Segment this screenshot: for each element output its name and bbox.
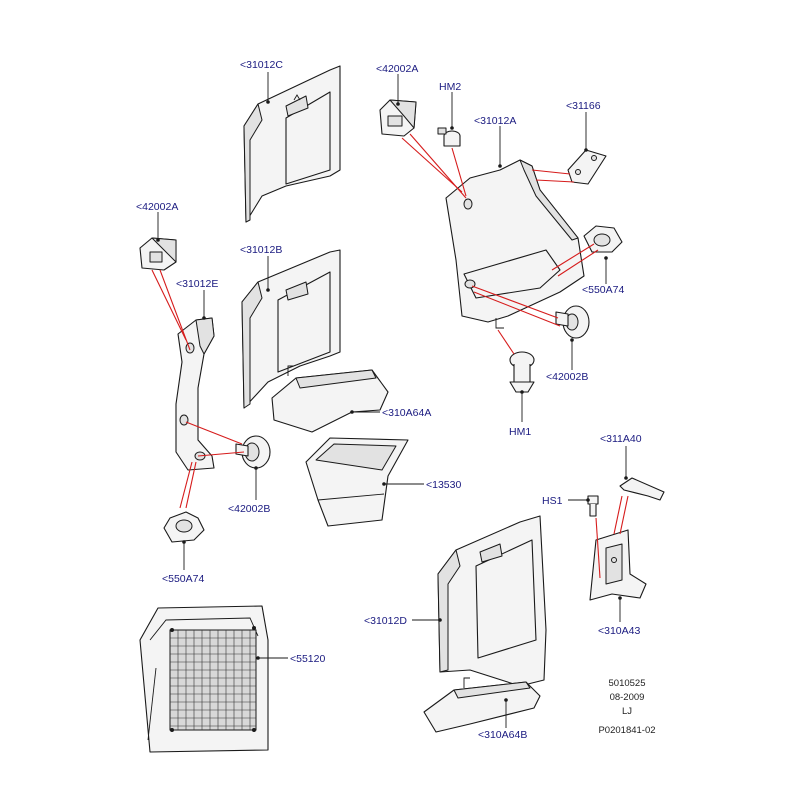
screw-hm2 <box>437 127 461 147</box>
callout-13530: <13530 <box>426 479 461 491</box>
callout-31012a: <31012A <box>474 115 516 127</box>
callout-31012e: <31012E <box>176 278 218 290</box>
callout-labels: <31012C <42002A HM2 <31012A <31166 <4200… <box>136 59 642 741</box>
clip-42002a-left <box>139 237 177 271</box>
bolt-hs1 <box>587 495 599 517</box>
ref-initials: LJ <box>622 706 632 717</box>
callout-55120: <55120 <box>290 653 325 665</box>
reference-block: 5010525 08-2009 LJ P0201841-02 <box>598 678 655 736</box>
connection-lines <box>151 133 629 579</box>
ref-number: 5010525 <box>609 678 646 689</box>
callout-310a64b: <310A64B <box>478 729 527 741</box>
trim-panel-31012a <box>445 159 585 329</box>
callout-311a40: <311A40 <box>600 433 642 445</box>
callout-42002a-left: <42002A <box>136 201 178 213</box>
leader-lines <box>156 72 628 728</box>
callout-42002a-top: <42002A <box>376 63 418 75</box>
callout-hs1: HS1 <box>542 495 563 507</box>
knob-42002b-right <box>555 305 590 339</box>
push-pin-hm1 <box>509 351 535 393</box>
cap-550a74-left <box>163 511 205 543</box>
cargo-net-55120 <box>139 605 269 753</box>
trim-panel-31012c <box>243 65 341 223</box>
callout-hm2: HM2 <box>439 81 461 93</box>
callout-42002b-right: <42002B <box>546 371 588 383</box>
callout-31166: <31166 <box>566 100 601 112</box>
storage-bin-13530 <box>305 437 409 527</box>
callout-31012b: <31012B <box>240 244 282 256</box>
callout-42002b-left: <42002B <box>228 503 270 515</box>
callout-31012c: <31012C <box>240 59 283 71</box>
ref-drawing-id: P0201841-02 <box>598 725 655 736</box>
cap-550a74-right <box>583 225 623 253</box>
callout-550a74-left: <550A74 <box>162 573 204 585</box>
trim-panel-31012d <box>437 515 547 687</box>
clip-42002a-top <box>379 99 417 137</box>
callout-310a43: <310A43 <box>598 625 640 637</box>
callout-310a64a: <310A64A <box>382 407 431 419</box>
strip-311a40 <box>619 477 665 501</box>
knob-42002b-left <box>235 435 271 469</box>
net-mesh <box>170 630 256 730</box>
callout-550a74-right: <550A74 <box>582 284 624 296</box>
ref-date: 08-2009 <box>610 692 645 703</box>
tray-310a64a <box>271 365 389 433</box>
callout-31012d: <31012D <box>364 615 407 627</box>
bracket-31166 <box>567 149 607 185</box>
bracket-310a43 <box>589 529 647 601</box>
callout-hm1: HM1 <box>509 426 531 438</box>
tray-310a64b <box>423 677 541 733</box>
